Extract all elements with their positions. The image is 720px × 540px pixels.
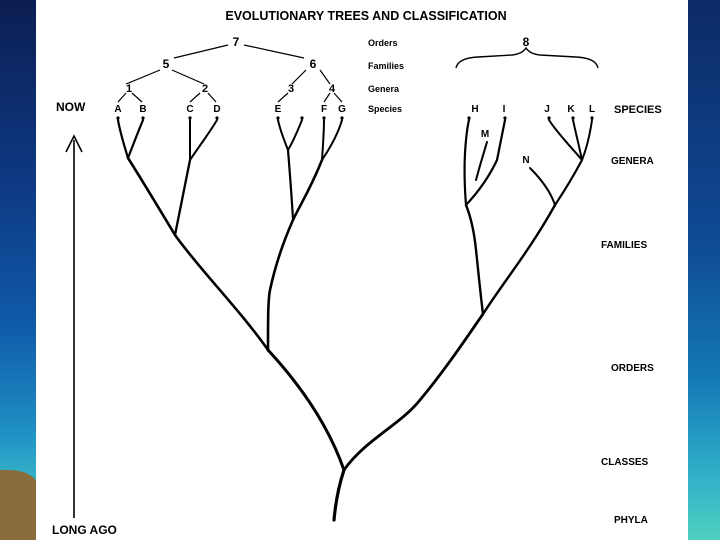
evolution-diagram: EVOLUTIONARY TREES AND CLASSIFICATION 7 … (52, 9, 662, 537)
species-label-a: A (114, 104, 121, 115)
species-label-b: B (139, 104, 146, 115)
level-genera: GENERA (611, 156, 654, 167)
time-label-now: NOW (56, 100, 86, 114)
extinct-label-n: N (522, 155, 529, 166)
legend-species: Species (368, 104, 402, 114)
diagram-title: EVOLUTIONARY TREES AND CLASSIFICATION (225, 9, 506, 23)
species-label-f: F (321, 104, 327, 115)
species-label-j: J (544, 104, 550, 115)
time-label-long-ago: LONG AGO (52, 523, 117, 537)
order-node-8: 8 (523, 35, 530, 49)
legend-orders: Orders (368, 38, 398, 48)
species-label-h: H (471, 104, 478, 115)
species-label-l: L (589, 104, 595, 115)
species-label-g: G (338, 104, 346, 115)
level-phyla: PHYLA (614, 515, 648, 526)
background-hill (0, 470, 40, 540)
background-band (688, 0, 720, 540)
extinct-label-m: M (481, 129, 489, 140)
species-label-e: E (275, 104, 282, 115)
species-dots (116, 116, 594, 120)
legend-genera: Genera (368, 84, 400, 94)
species-label-d: D (213, 104, 220, 115)
genus-node-4: 4 (329, 83, 336, 95)
order-node-7: 7 (233, 35, 240, 49)
level-orders: ORDERS (611, 363, 654, 374)
level-families: FAMILIES (601, 240, 647, 251)
genus-node-1: 1 (126, 83, 132, 95)
family-node-6: 6 (310, 57, 317, 71)
slide: EVOLUTIONARY TREES AND CLASSIFICATION 7 … (36, 0, 688, 540)
level-species: SPECIES (614, 104, 662, 116)
species-label-c: C (186, 104, 193, 115)
level-classes: CLASSES (601, 457, 649, 468)
species-label-k: K (567, 104, 575, 115)
phylogenetic-tree (116, 118, 593, 522)
classification-hierarchy (117, 44, 343, 103)
family-node-5: 5 (163, 57, 170, 71)
legend-families: Families (368, 61, 404, 71)
species-label-i: I (503, 104, 506, 115)
order-8-brace (455, 46, 599, 69)
genus-node-2: 2 (202, 83, 208, 95)
genus-node-3: 3 (288, 83, 294, 95)
time-arrow (65, 134, 83, 518)
